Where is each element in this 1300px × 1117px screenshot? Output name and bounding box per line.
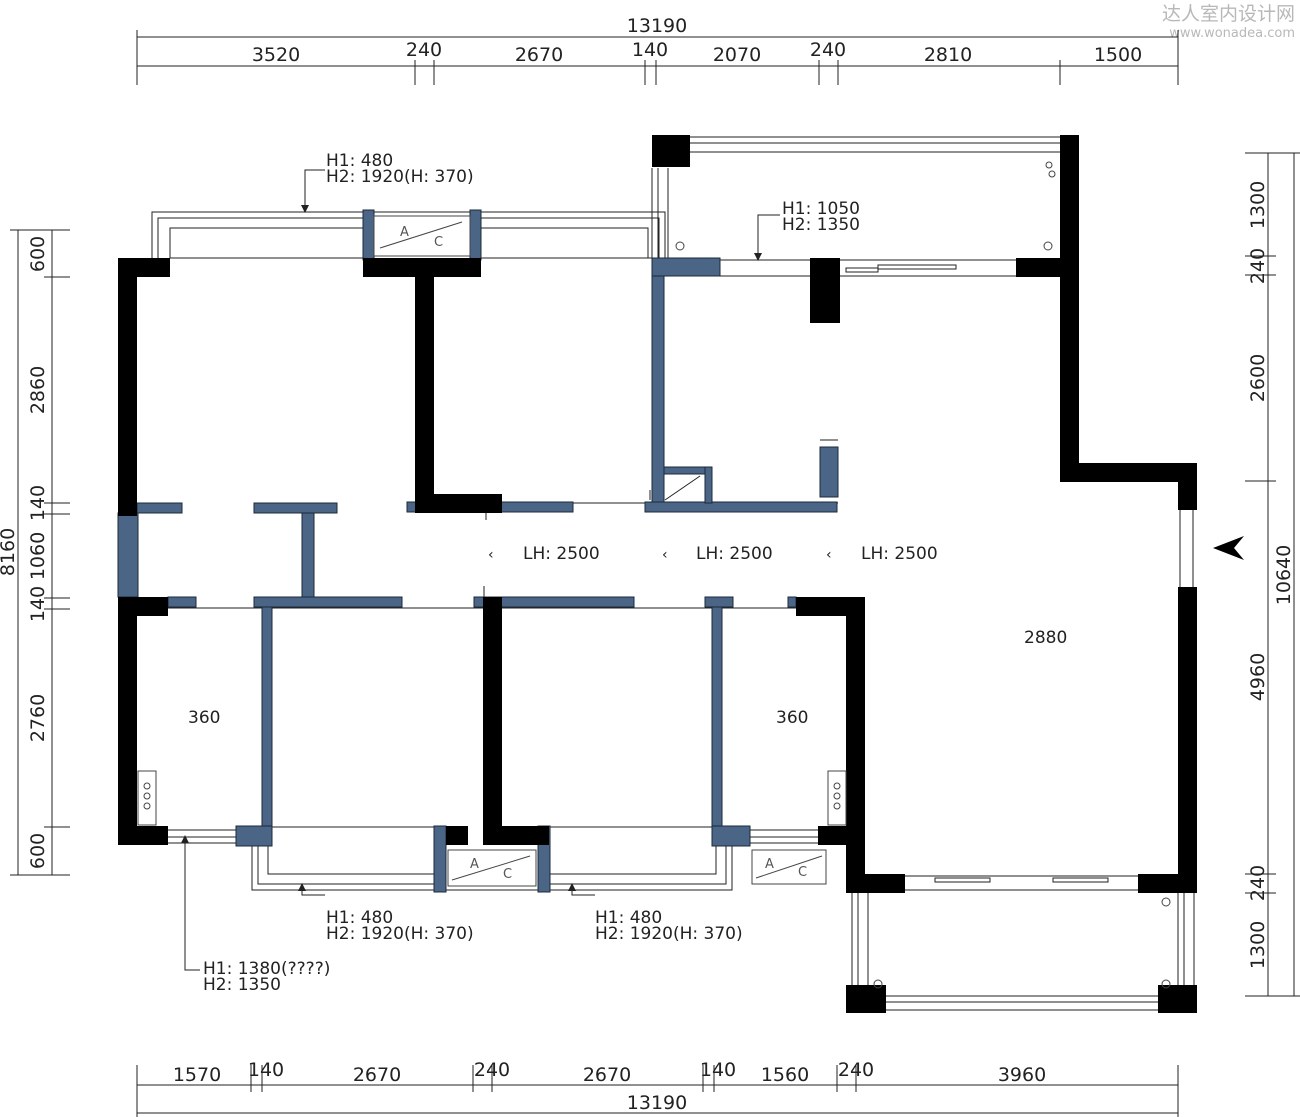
dim-top-total: 13190 xyxy=(627,15,687,37)
dim-bottom-seg: 1570 xyxy=(173,1064,221,1086)
svg-text:‹: ‹ xyxy=(826,547,832,563)
ac-letter-c: C xyxy=(798,865,807,880)
fixtures xyxy=(137,161,1171,989)
dim-top-seg: 2070 xyxy=(713,44,761,66)
ac-letter-a: A xyxy=(470,857,479,872)
dim-bottom-seg: 240 xyxy=(838,1059,874,1081)
dim-top-seg: 240 xyxy=(810,39,846,61)
living-depth: 2880 xyxy=(1024,628,1067,648)
dim-top-seg: 240 xyxy=(406,39,442,61)
dim-top-seg: 1500 xyxy=(1094,44,1142,66)
corridor-lh-3: LH: 2500 xyxy=(861,544,938,564)
ac-letter-c: C xyxy=(434,235,443,250)
dim-right-seg: 240 xyxy=(1247,865,1269,901)
ac-unit-bottom-mid: A C xyxy=(447,849,537,887)
dim-bottom-seg: 2670 xyxy=(353,1064,401,1086)
bottom-window-a-h2: H2: 1920(H: 370) xyxy=(326,924,474,944)
dim-left-seg: 2760 xyxy=(27,694,49,742)
dim-right-seg: 240 xyxy=(1247,248,1269,284)
dim-bottom-seg: 3960 xyxy=(998,1064,1046,1086)
dim-bottom-seg: 1560 xyxy=(761,1064,809,1086)
ac-letter-a: A xyxy=(400,225,409,240)
dim-bottom-seg: 140 xyxy=(248,1059,284,1081)
door-markers: ‹ ‹ ‹ xyxy=(488,547,832,563)
dim-top-seg: 140 xyxy=(632,39,668,61)
dim-left-total: 8160 xyxy=(0,528,19,576)
dim-top-seg: 3520 xyxy=(252,44,300,66)
corridor-lh-2: LH: 2500 xyxy=(696,544,773,564)
annotation-arrowheads xyxy=(181,205,762,891)
dim-right-seg: 1300 xyxy=(1247,181,1269,229)
ac-letter-c: C xyxy=(503,867,512,882)
svg-text:‹: ‹ xyxy=(488,547,494,563)
room-left-depth: 360 xyxy=(188,708,220,728)
top-window-h1: H1: 480 xyxy=(326,151,393,171)
balcony-door-h2: H2: 1350 xyxy=(782,215,860,235)
bottom-window-a-h1: H1: 480 xyxy=(326,908,393,928)
balcony-door-h1: H1: 1050 xyxy=(782,199,860,219)
watermark-url: www.wonadea.com xyxy=(1169,26,1295,41)
bottom-window-b-h1: H1: 480 xyxy=(595,908,662,928)
corridor-lh-1: LH: 2500 xyxy=(523,544,600,564)
dim-left-seg: 600 xyxy=(27,236,49,272)
dim-left-seg: 600 xyxy=(27,833,49,869)
room-right-depth: 360 xyxy=(776,708,808,728)
dim-top-seg: 2670 xyxy=(515,44,563,66)
dimension-lines xyxy=(10,30,1300,1117)
watermark-title: 达人室内设计网 xyxy=(1162,3,1295,25)
bottom-window-b-h2: H2: 1920(H: 370) xyxy=(595,924,743,944)
dim-right-seg: 2600 xyxy=(1247,354,1269,402)
dim-left-seg: 140 xyxy=(27,485,49,521)
corner-window-h1: H1: 1380(????) xyxy=(203,959,330,979)
dim-bottom-seg: 240 xyxy=(474,1059,510,1081)
ac-unit-top: A C xyxy=(373,215,471,257)
structural-walls xyxy=(118,135,1197,1013)
ac-letter-a: A xyxy=(765,857,774,872)
corner-window-h2: H2: 1350 xyxy=(203,975,281,995)
entrance-arrow-icon xyxy=(1213,536,1244,560)
dim-bottom-seg: 2670 xyxy=(583,1064,631,1086)
dim-left-seg: 140 xyxy=(27,586,49,622)
dim-right-seg: 1300 xyxy=(1247,921,1269,969)
ac-units: A C A C A C xyxy=(373,215,827,887)
dim-top-seg: 2810 xyxy=(924,44,972,66)
ac-unit-bottom-right: A C xyxy=(751,849,827,885)
dim-left-seg: 2860 xyxy=(27,366,49,414)
dim-bottom-seg: 140 xyxy=(700,1059,736,1081)
dim-right-seg: 4960 xyxy=(1247,653,1269,701)
dim-bottom-total: 13190 xyxy=(627,1092,687,1114)
top-window-h2: H2: 1920(H: 370) xyxy=(326,167,474,187)
dim-right-total: 10640 xyxy=(1273,545,1295,605)
partition-walls xyxy=(117,209,839,893)
svg-text:‹: ‹ xyxy=(662,547,668,563)
dim-left-seg: 1060 xyxy=(27,532,49,580)
